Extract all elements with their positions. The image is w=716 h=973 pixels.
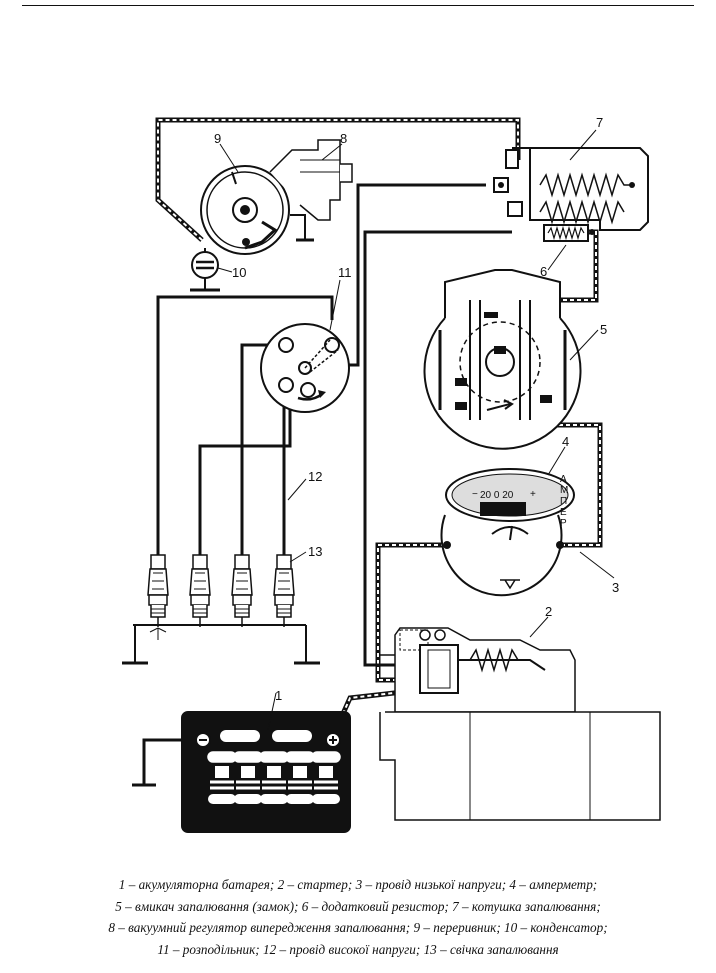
additional-resistor xyxy=(543,224,595,242)
label-capacitor: 10 xyxy=(232,265,246,280)
label-ignition-switch: 5 xyxy=(600,322,607,337)
caption-line-3: 8 – вакуумний регулятор випередження зап… xyxy=(108,920,608,935)
ammeter-minus: − xyxy=(472,489,478,500)
label-spark-plug: 13 xyxy=(308,544,322,559)
label-ammeter: 4 xyxy=(562,434,569,449)
ammeter-scale: 20 0 20 xyxy=(480,490,514,501)
ammeter: − + 20 0 20 А М П Е Р xyxy=(440,468,575,597)
label-starter: 2 xyxy=(545,604,552,619)
caption-line-2: 5 – вмикач запалювання (замок); 6 – дода… xyxy=(115,898,601,914)
ammeter-letter-r: Р xyxy=(560,518,567,529)
top-rule xyxy=(22,5,694,6)
ignition-system-diagram: − + 20 0 20 А М П Е Р xyxy=(122,115,661,833)
ground-bus xyxy=(122,624,320,665)
label-low-voltage-wire: 3 xyxy=(612,580,619,595)
leader-lines xyxy=(217,129,615,731)
breaker-assembly xyxy=(200,139,353,255)
caption-line-4: 11 – розподільник; 12 – провід високої н… xyxy=(157,941,559,957)
label-battery: 1 xyxy=(275,688,282,703)
ammeter-letter-e: Е xyxy=(560,507,567,518)
ammeter-letter-m: М xyxy=(560,485,568,496)
label-ignition-coil: 7 xyxy=(596,115,603,130)
caption-line-1: 1 – акумуляторна батарея; 2 – стартер; 3… xyxy=(118,877,598,892)
callout-labels: 1 2 3 4 5 6 7 8 9 10 11 12 13 xyxy=(214,115,619,703)
figure-caption: 1 – акумуляторна батарея; 2 – стартер; 3… xyxy=(0,874,716,960)
ammeter-plus: + xyxy=(530,489,536,500)
ammeter-letter-p: П xyxy=(560,496,567,507)
label-breaker: 9 xyxy=(214,131,221,146)
label-vacuum-regulator: 8 xyxy=(340,131,347,146)
ammeter-letter-a: А xyxy=(560,474,567,485)
ignition-switch xyxy=(423,269,582,450)
label-resistor: 6 xyxy=(540,264,547,279)
label-high-voltage-wire: 12 xyxy=(308,469,322,484)
spark-plugs xyxy=(147,554,295,640)
battery xyxy=(132,711,351,833)
starter xyxy=(379,627,661,821)
distributor xyxy=(260,323,350,413)
ignition-coil xyxy=(493,147,649,231)
label-distributor: 11 xyxy=(338,265,352,280)
capacitor xyxy=(190,248,220,292)
